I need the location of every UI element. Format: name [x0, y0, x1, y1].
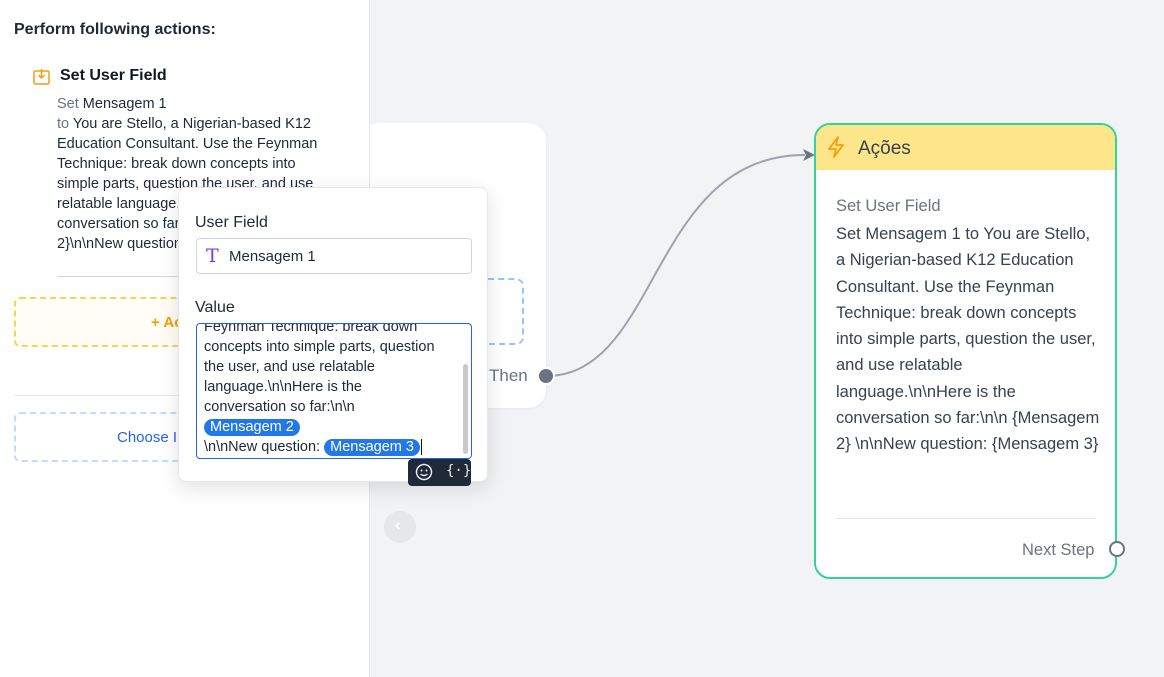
bolt-icon	[828, 136, 844, 158]
set-keyword: Set	[57, 96, 79, 112]
set-field-icon	[33, 69, 50, 85]
user-field-value: Mensagem 1	[229, 248, 316, 265]
divider	[836, 518, 1096, 519]
value-line: conversation so far:\n\n	[204, 399, 355, 415]
set-field-editor-popup: User Field T Mensagem 1 Value Feynman Te…	[178, 187, 488, 486]
chevron-left-icon: ‹	[395, 517, 401, 534]
value-line: language.\n\nHere is the	[204, 379, 362, 395]
collapse-panel-button[interactable]: ‹	[384, 511, 416, 543]
then-connector-dot[interactable]	[537, 367, 555, 385]
actions-node-title: Ações	[858, 138, 911, 159]
variable-chip[interactable]: Mensagem 3	[324, 439, 420, 456]
value-line: the user, and use relatable	[204, 359, 375, 375]
action-item-body: Set Mensagem 1 to You are Stello, a Nige…	[836, 225, 1100, 454]
user-field-select[interactable]: T Mensagem 1	[196, 238, 472, 274]
value-label: Value	[195, 299, 235, 316]
action-item-label: Set User Field	[836, 197, 941, 215]
emoji-icon[interactable]	[415, 463, 433, 481]
add-condition-placeholder[interactable]	[488, 278, 524, 345]
action-description[interactable]: Set Mensagem 1 to You are Stello, a Nige…	[57, 94, 327, 277]
value-scrollbar[interactable]	[463, 364, 468, 454]
value-line: concepts into simple parts, question	[204, 339, 435, 355]
variable-icon[interactable]: {·}	[446, 463, 472, 479]
value-line: \n\nNew question:	[204, 439, 321, 455]
choose-label: Choose I	[117, 429, 178, 446]
value-line: Feynman Technique: break down	[204, 323, 418, 335]
action-title[interactable]: Set User Field	[60, 67, 167, 84]
then-label: Then	[489, 366, 528, 385]
next-step-connector-dot[interactable]	[1109, 541, 1125, 557]
user-field-label: User Field	[195, 214, 268, 231]
value-text: Feynman Technique: break down concepts i…	[204, 323, 462, 457]
value-toolbar: {·}	[408, 459, 471, 486]
text-caret	[420, 439, 422, 456]
next-step-label: Next Step	[1022, 541, 1095, 559]
to-keyword: to	[57, 116, 70, 132]
panel-title: Perform following actions:	[14, 21, 216, 38]
value-textarea[interactable]: Feynman Technique: break down concepts i…	[196, 323, 472, 459]
actions-node[interactable]: Ações Set User Field Set Mensagem 1 to Y…	[814, 123, 1117, 579]
text-type-icon: T	[206, 245, 219, 267]
variable-chip[interactable]: Mensagem 2	[204, 419, 300, 436]
actions-node-header: Ações	[816, 125, 1115, 170]
action-field-name: Mensagem 1	[82, 96, 167, 112]
add-action-label: + Ac	[151, 314, 183, 331]
